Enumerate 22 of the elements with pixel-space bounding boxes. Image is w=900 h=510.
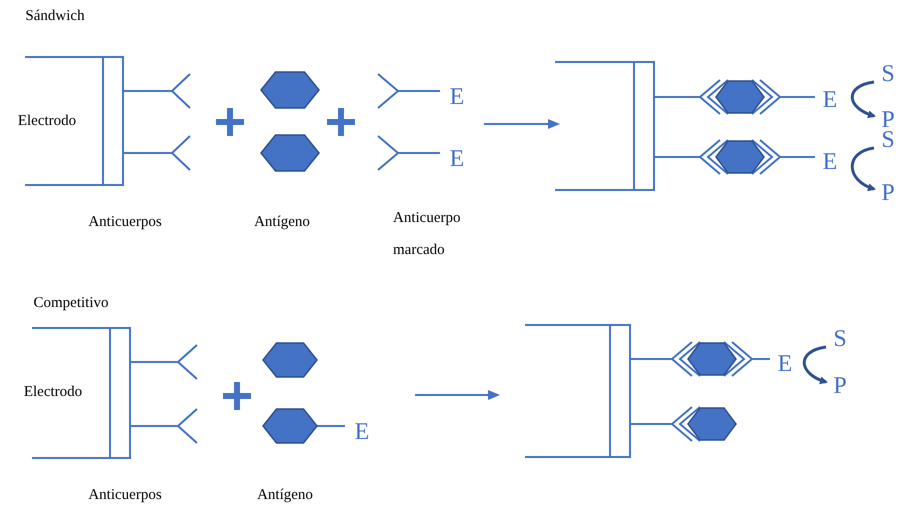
curved-arrow: [850, 146, 876, 191]
product-label: P: [881, 181, 895, 205]
antigen-label: Antígeno: [254, 214, 310, 230]
electrode-label: Electrodo: [18, 112, 76, 130]
curved-arrow: [802, 346, 828, 384]
curved-arrow: [850, 80, 876, 118]
enzyme-label: E: [778, 350, 792, 378]
section-title: Competitivo: [34, 294, 108, 312]
antibody-label: Anticuerpos: [88, 214, 162, 230]
substrate-label: S: [881, 62, 895, 86]
antibody-label: Anticuerpos: [88, 486, 162, 504]
enzyme-label: E: [450, 146, 464, 172]
antigen-label: Antígeno: [257, 486, 313, 504]
enzyme-label: E: [450, 84, 464, 110]
electrode-label: Electrodo: [24, 384, 82, 400]
section-title: Sándwich: [25, 8, 85, 24]
enzyme-label: E: [822, 148, 838, 176]
labeled-antibody-label: Anticuerpo marcado: [393, 209, 462, 260]
product-label: P: [833, 374, 847, 398]
enzyme-label: E: [822, 86, 838, 114]
substrate-label: S: [833, 327, 847, 351]
enzyme-label: E: [354, 418, 370, 446]
